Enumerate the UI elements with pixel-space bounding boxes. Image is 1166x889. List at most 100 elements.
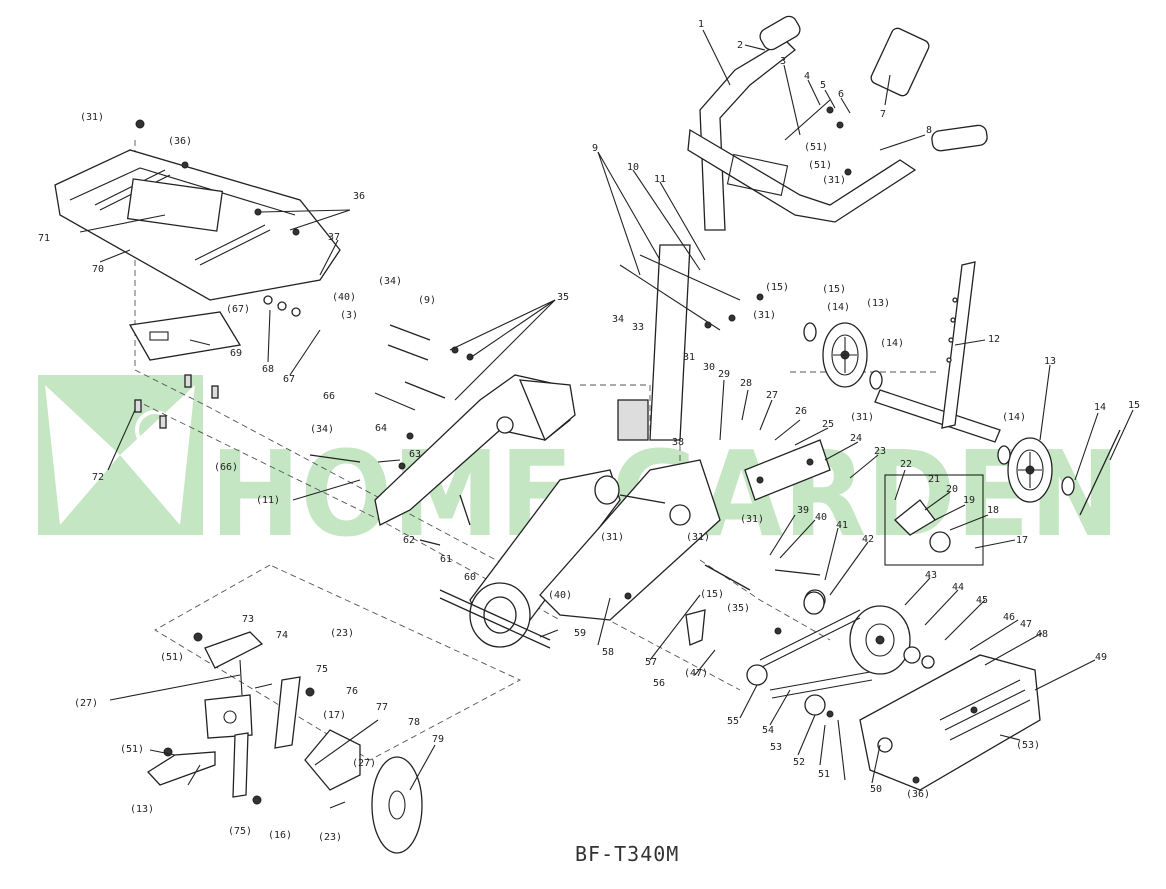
label-59: 59	[574, 628, 586, 639]
label-27: 27	[766, 390, 778, 401]
label-35: 35	[557, 292, 569, 303]
label-ref: (31)	[752, 310, 776, 321]
label-ref: (11)	[256, 495, 280, 506]
label-ref: (67)	[226, 304, 250, 315]
label-67: 67	[283, 374, 295, 385]
label-17: 17	[1016, 535, 1028, 546]
label-ref: (17)	[322, 710, 346, 721]
label-50: 50	[870, 784, 882, 795]
label-52: 52	[793, 757, 805, 768]
label-56: 56	[653, 678, 665, 689]
label-68: 68	[262, 364, 274, 375]
label-ref: (14)	[880, 338, 904, 349]
label-31: 31	[683, 352, 695, 363]
label-46: 46	[1003, 612, 1015, 623]
label-53: 53	[770, 742, 782, 753]
label-34: 34	[612, 314, 624, 325]
transport-wheels	[803, 261, 1121, 516]
label-58: 58	[602, 647, 614, 658]
label-11: 11	[654, 174, 666, 185]
label-ref: (31)	[600, 532, 624, 543]
part-labels: 1 2 3 4 5 6 7 8 9 10 11 12 13 14 15 17 1…	[38, 19, 1140, 843]
label-25: 25	[822, 419, 834, 430]
mounting-plate	[128, 311, 242, 361]
label-40: 40	[815, 512, 827, 523]
label-ref: (15)	[765, 282, 789, 293]
label-69: 69	[230, 348, 242, 359]
label-ref: (36)	[168, 136, 192, 147]
label-76: 76	[346, 686, 358, 697]
leader-lines	[79, 29, 1134, 791]
label-49: 49	[1095, 652, 1107, 663]
label-19: 19	[963, 495, 975, 506]
label-18: 18	[987, 505, 999, 516]
handlebar-assembly	[617, 15, 988, 441]
label-39: 39	[797, 505, 809, 516]
label-15: 15	[1128, 400, 1140, 411]
label-2: 2	[737, 40, 743, 51]
tine-attachment	[146, 631, 423, 854]
label-54: 54	[762, 725, 774, 736]
label-ref: (23)	[330, 628, 354, 639]
label-ref: (23)	[318, 832, 342, 843]
label-66: 66	[323, 391, 335, 402]
label-37: 37	[328, 232, 340, 243]
label-ref: (34)	[310, 424, 334, 435]
label-ref: (14)	[1002, 412, 1026, 423]
label-38: 38	[672, 437, 684, 448]
label-ref: (13)	[866, 298, 890, 309]
label-5: 5	[820, 80, 826, 91]
label-ref: (31)	[850, 412, 874, 423]
label-ref: (13)	[130, 804, 154, 815]
label-12: 12	[988, 334, 1000, 345]
label-ref: (31)	[740, 514, 764, 525]
label-77: 77	[376, 702, 388, 713]
label-33: 33	[632, 322, 644, 333]
label-ref: (66)	[214, 462, 238, 473]
label-28: 28	[740, 378, 752, 389]
label-ref: (40)	[332, 292, 356, 303]
label-74: 74	[276, 630, 288, 641]
label-23: 23	[874, 446, 886, 457]
belt-cover	[859, 654, 1041, 791]
label-6: 6	[838, 89, 844, 100]
label-75: 75	[316, 664, 328, 675]
label-ref: (47)	[684, 668, 708, 679]
label-10: 10	[627, 162, 639, 173]
label-8: 8	[926, 125, 932, 136]
label-ref: (27)	[352, 758, 376, 769]
label-14: 14	[1094, 402, 1106, 413]
model-code: BF-T340M	[575, 842, 680, 866]
label-ref: (35)	[726, 603, 750, 614]
label-1: 1	[698, 19, 704, 30]
label-ref: (40)	[548, 590, 572, 601]
label-26: 26	[795, 406, 807, 417]
label-ref: (15)	[700, 589, 724, 600]
handle-grip	[931, 124, 988, 152]
label-57: 57	[645, 657, 657, 668]
label-22: 22	[900, 459, 912, 470]
label-29: 29	[718, 369, 730, 380]
label-ref: (51)	[160, 652, 184, 663]
label-ref: (75)	[228, 826, 252, 837]
label-73: 73	[242, 614, 254, 625]
bolt-icon	[135, 119, 145, 129]
label-48: 48	[1036, 629, 1048, 640]
label-47: 47	[1020, 619, 1032, 630]
label-63: 63	[409, 449, 421, 460]
label-55: 55	[727, 716, 739, 727]
label-ref: (3)	[340, 310, 358, 321]
label-4: 4	[804, 71, 810, 82]
label-ref: (27)	[74, 698, 98, 709]
label-44: 44	[952, 582, 964, 593]
label-45: 45	[976, 595, 988, 606]
label-36: 36	[353, 191, 365, 202]
label-9: 9	[592, 143, 598, 154]
watermark-leaf-icon	[38, 375, 203, 535]
label-ref: (51)	[808, 160, 832, 171]
frame-and-chain-case	[374, 374, 831, 649]
label-21: 21	[928, 474, 940, 485]
label-ref: (51)	[120, 744, 144, 755]
label-ref: (51)	[804, 142, 828, 153]
